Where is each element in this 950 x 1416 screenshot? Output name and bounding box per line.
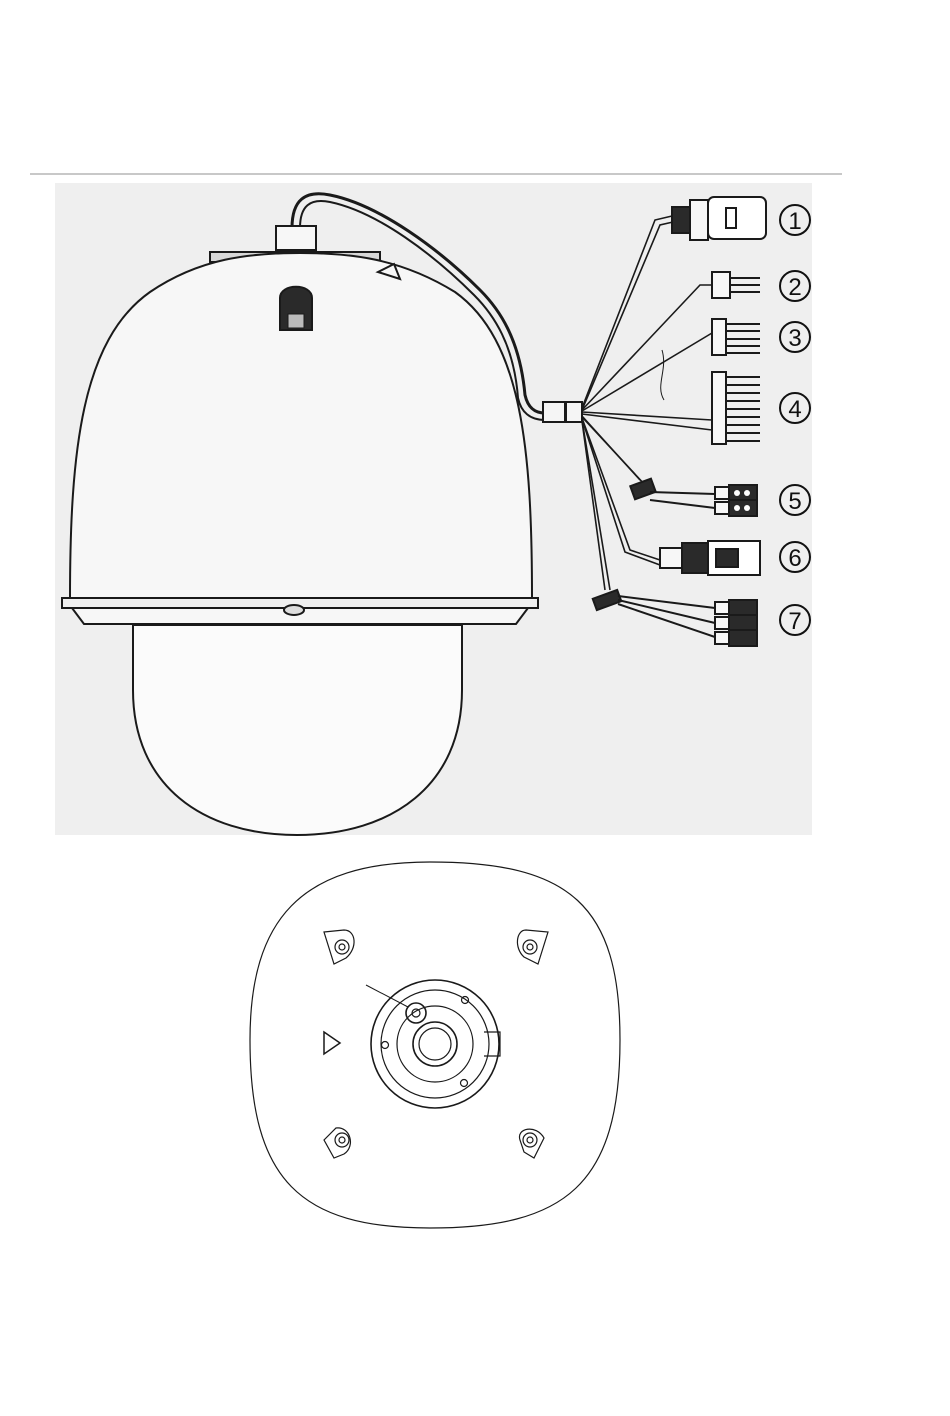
- mounting-plate-top-view: [250, 862, 620, 1228]
- leader-line: [366, 985, 408, 1007]
- mount-hole-bottom-left: [324, 1128, 350, 1158]
- mount-hole-top-left: [324, 930, 354, 964]
- locking-screw: [406, 1003, 426, 1023]
- mount-hole-top-right: [517, 930, 548, 964]
- callout-3-label: 3: [788, 325, 801, 352]
- callout-1-label: 1: [788, 208, 801, 235]
- cable-breakout: [543, 402, 582, 422]
- cable-gland: [276, 226, 316, 250]
- hub-slot: [484, 1032, 500, 1056]
- mount-hole-bottom-right: [519, 1129, 544, 1158]
- callout-4-label: 4: [788, 396, 801, 423]
- callout-2-label: 2: [788, 274, 801, 301]
- orientation-arrow: [324, 1032, 340, 1054]
- callout-6-label: 6: [788, 545, 801, 572]
- callout-7-label: 7: [788, 608, 801, 635]
- plate-outline: [250, 862, 620, 1228]
- hub-outer-ring: [371, 980, 499, 1108]
- callout-5-label: 5: [788, 488, 801, 515]
